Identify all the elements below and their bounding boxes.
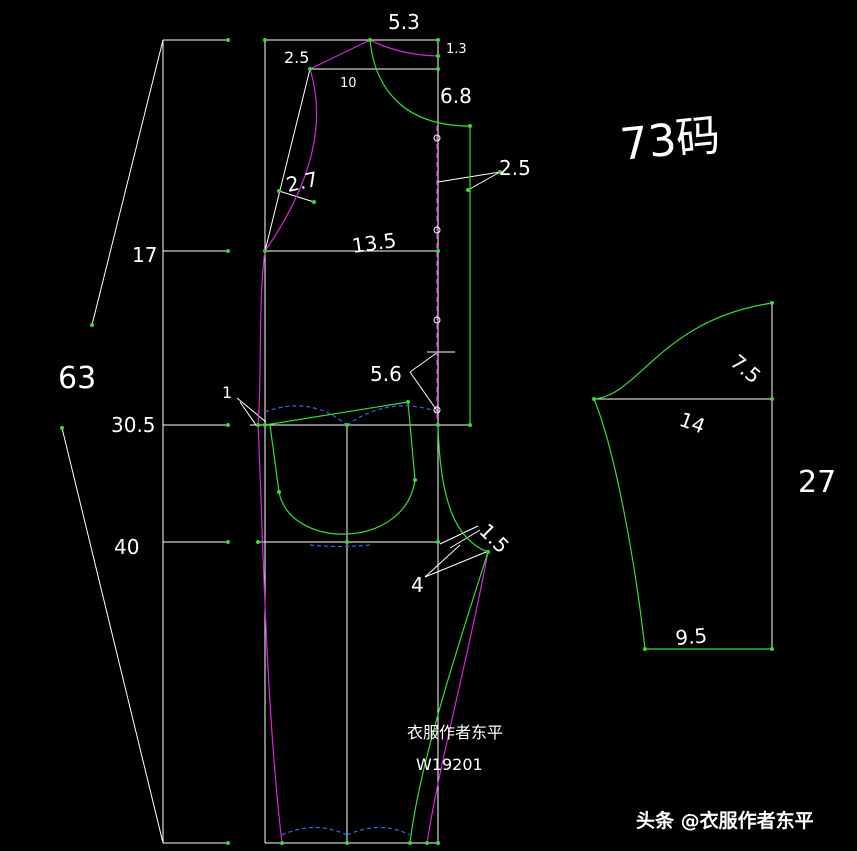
- label-sleeve-cuff: 9.5: [674, 623, 708, 650]
- construction-point: [436, 540, 440, 544]
- construction-point: [468, 124, 472, 128]
- construction-point: [277, 490, 281, 494]
- construction-point: [226, 38, 230, 42]
- construction-point: [643, 647, 647, 651]
- construction-point: [436, 841, 440, 845]
- construction-point: [770, 301, 774, 305]
- construction-point: [256, 540, 260, 544]
- label-sleeve-length: 27: [798, 465, 836, 500]
- construction-point: [408, 841, 412, 845]
- construction-point: [486, 550, 490, 554]
- construction-point: [468, 423, 472, 427]
- pattern-lines: [264, 39, 773, 844]
- construction-point: [263, 423, 267, 427]
- draft-lines: [61, 39, 773, 844]
- construction-point: [368, 38, 372, 42]
- construction-point: [226, 249, 230, 253]
- construction-point: [436, 67, 440, 71]
- label-side-in: 1: [222, 383, 232, 402]
- watermark-handle: @衣服作者东平: [680, 810, 814, 832]
- size-title: 73码: [618, 110, 723, 171]
- watermark: 头条 @衣服作者东平: [636, 806, 814, 833]
- construction-point: [345, 423, 349, 427]
- construction-point: [770, 397, 774, 401]
- label-crotch-ext: 1.5: [474, 519, 513, 558]
- construction-point: [413, 478, 417, 482]
- construction-point: [345, 841, 349, 845]
- label-shoulder-rise: 2.5: [284, 48, 309, 67]
- construction-point: [60, 426, 64, 430]
- label-level-40: 40: [114, 535, 139, 559]
- label-level-17: 17: [132, 243, 157, 267]
- label-placket: 2.5: [499, 156, 531, 180]
- label-total-length: 63: [58, 361, 96, 396]
- construction-point: [770, 647, 774, 651]
- curve-lines: [257, 39, 489, 844]
- author-label: 衣服作者东平: [407, 723, 503, 742]
- construction-point: [312, 200, 316, 204]
- construction-point: [345, 540, 349, 544]
- label-shoulder-length: 10: [340, 76, 357, 91]
- label-shoulder-drop: 1.3: [446, 42, 467, 57]
- construction-point: [226, 841, 230, 845]
- label-neck-drop: 6.8: [440, 84, 472, 108]
- watermark-prefix: 头条: [636, 810, 675, 832]
- construction-point: [226, 540, 230, 544]
- construction-point: [436, 38, 440, 42]
- label-sleeve-cap: 7.5: [726, 349, 766, 388]
- construction-point: [436, 423, 440, 427]
- grain-marks: [433, 134, 441, 414]
- construction-point: [406, 400, 410, 404]
- label-armhole-depth: 2.7: [284, 167, 320, 197]
- construction-point: [466, 188, 470, 192]
- label-shoulder-width: 5.3: [388, 10, 420, 34]
- construction-point: [226, 423, 230, 427]
- label-waist-offset: 5.6: [370, 362, 402, 386]
- construction-point: [277, 189, 281, 193]
- label-sleeve-width: 14: [676, 407, 708, 438]
- construction-point: [592, 397, 596, 401]
- construction-point: [256, 423, 260, 427]
- label-level-30-5: 30.5: [111, 413, 156, 437]
- construction-point: [280, 841, 284, 845]
- construction-point: [263, 249, 267, 253]
- construction-point: [263, 38, 267, 42]
- label-chest-width: 13.5: [350, 228, 397, 258]
- code-label: W19201: [416, 755, 483, 774]
- construction-point: [436, 54, 440, 58]
- construction-point: [90, 323, 94, 327]
- construction-point: [308, 67, 312, 71]
- dashed-curves: [264, 405, 439, 836]
- construction-point: [436, 249, 440, 253]
- pattern-points: [60, 38, 774, 845]
- construction-point: [498, 170, 502, 174]
- label-crotch-in: 4: [411, 573, 424, 597]
- construction-point: [425, 841, 429, 845]
